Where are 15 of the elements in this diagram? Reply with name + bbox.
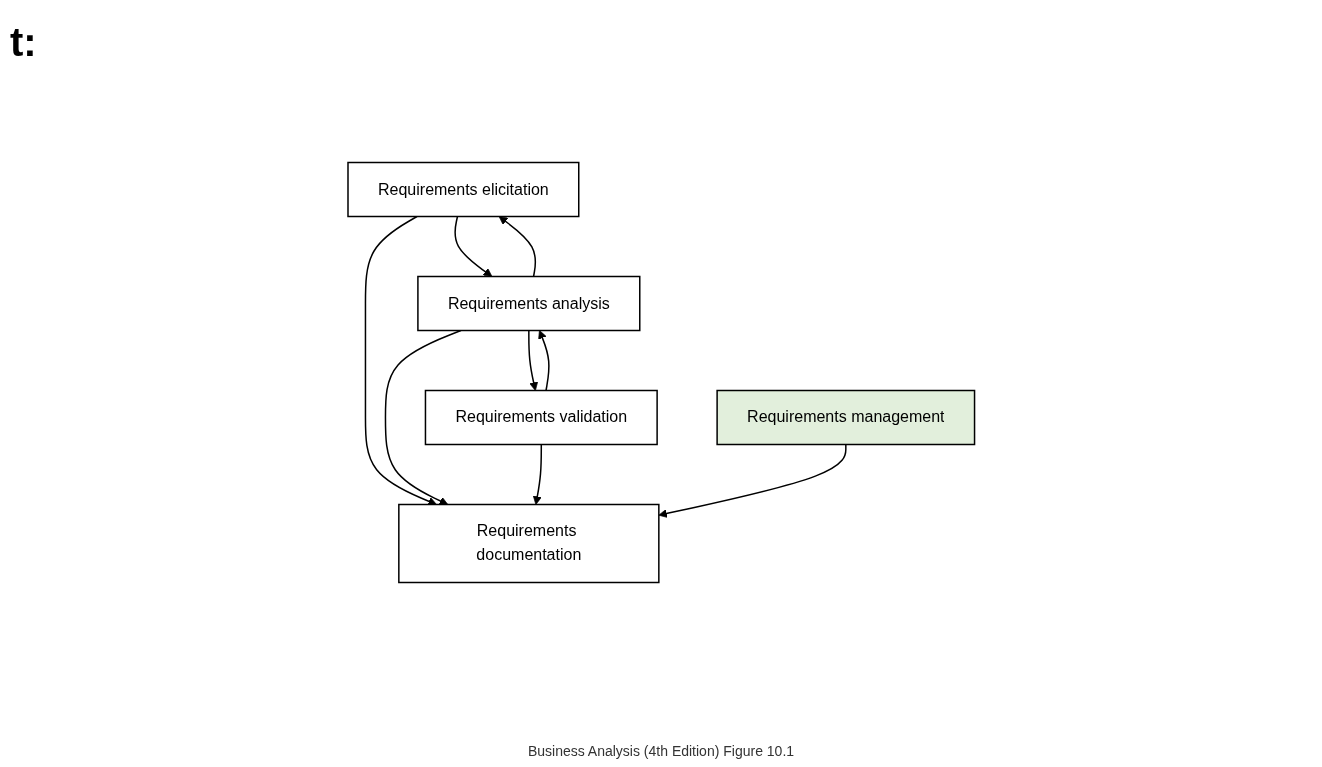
arrow [498,216,536,278]
arrow [532,443,542,505]
node-box: Requirements management [716,389,975,446]
node-box: Requirements documentation [397,503,660,584]
arrow [538,330,550,392]
node-box: Requirements analysis [416,275,641,332]
arrow [453,215,493,277]
arrow [384,329,462,506]
arrow [658,443,847,518]
heading-fragment: t: [10,20,37,65]
figure-caption: Business Analysis (4th Edition) Figure 10.1 [527,743,795,759]
arrow [527,329,538,391]
node-box: Requirements validation [424,389,658,446]
arrow [364,215,437,506]
node-box: Requirements elicitation [346,161,580,218]
